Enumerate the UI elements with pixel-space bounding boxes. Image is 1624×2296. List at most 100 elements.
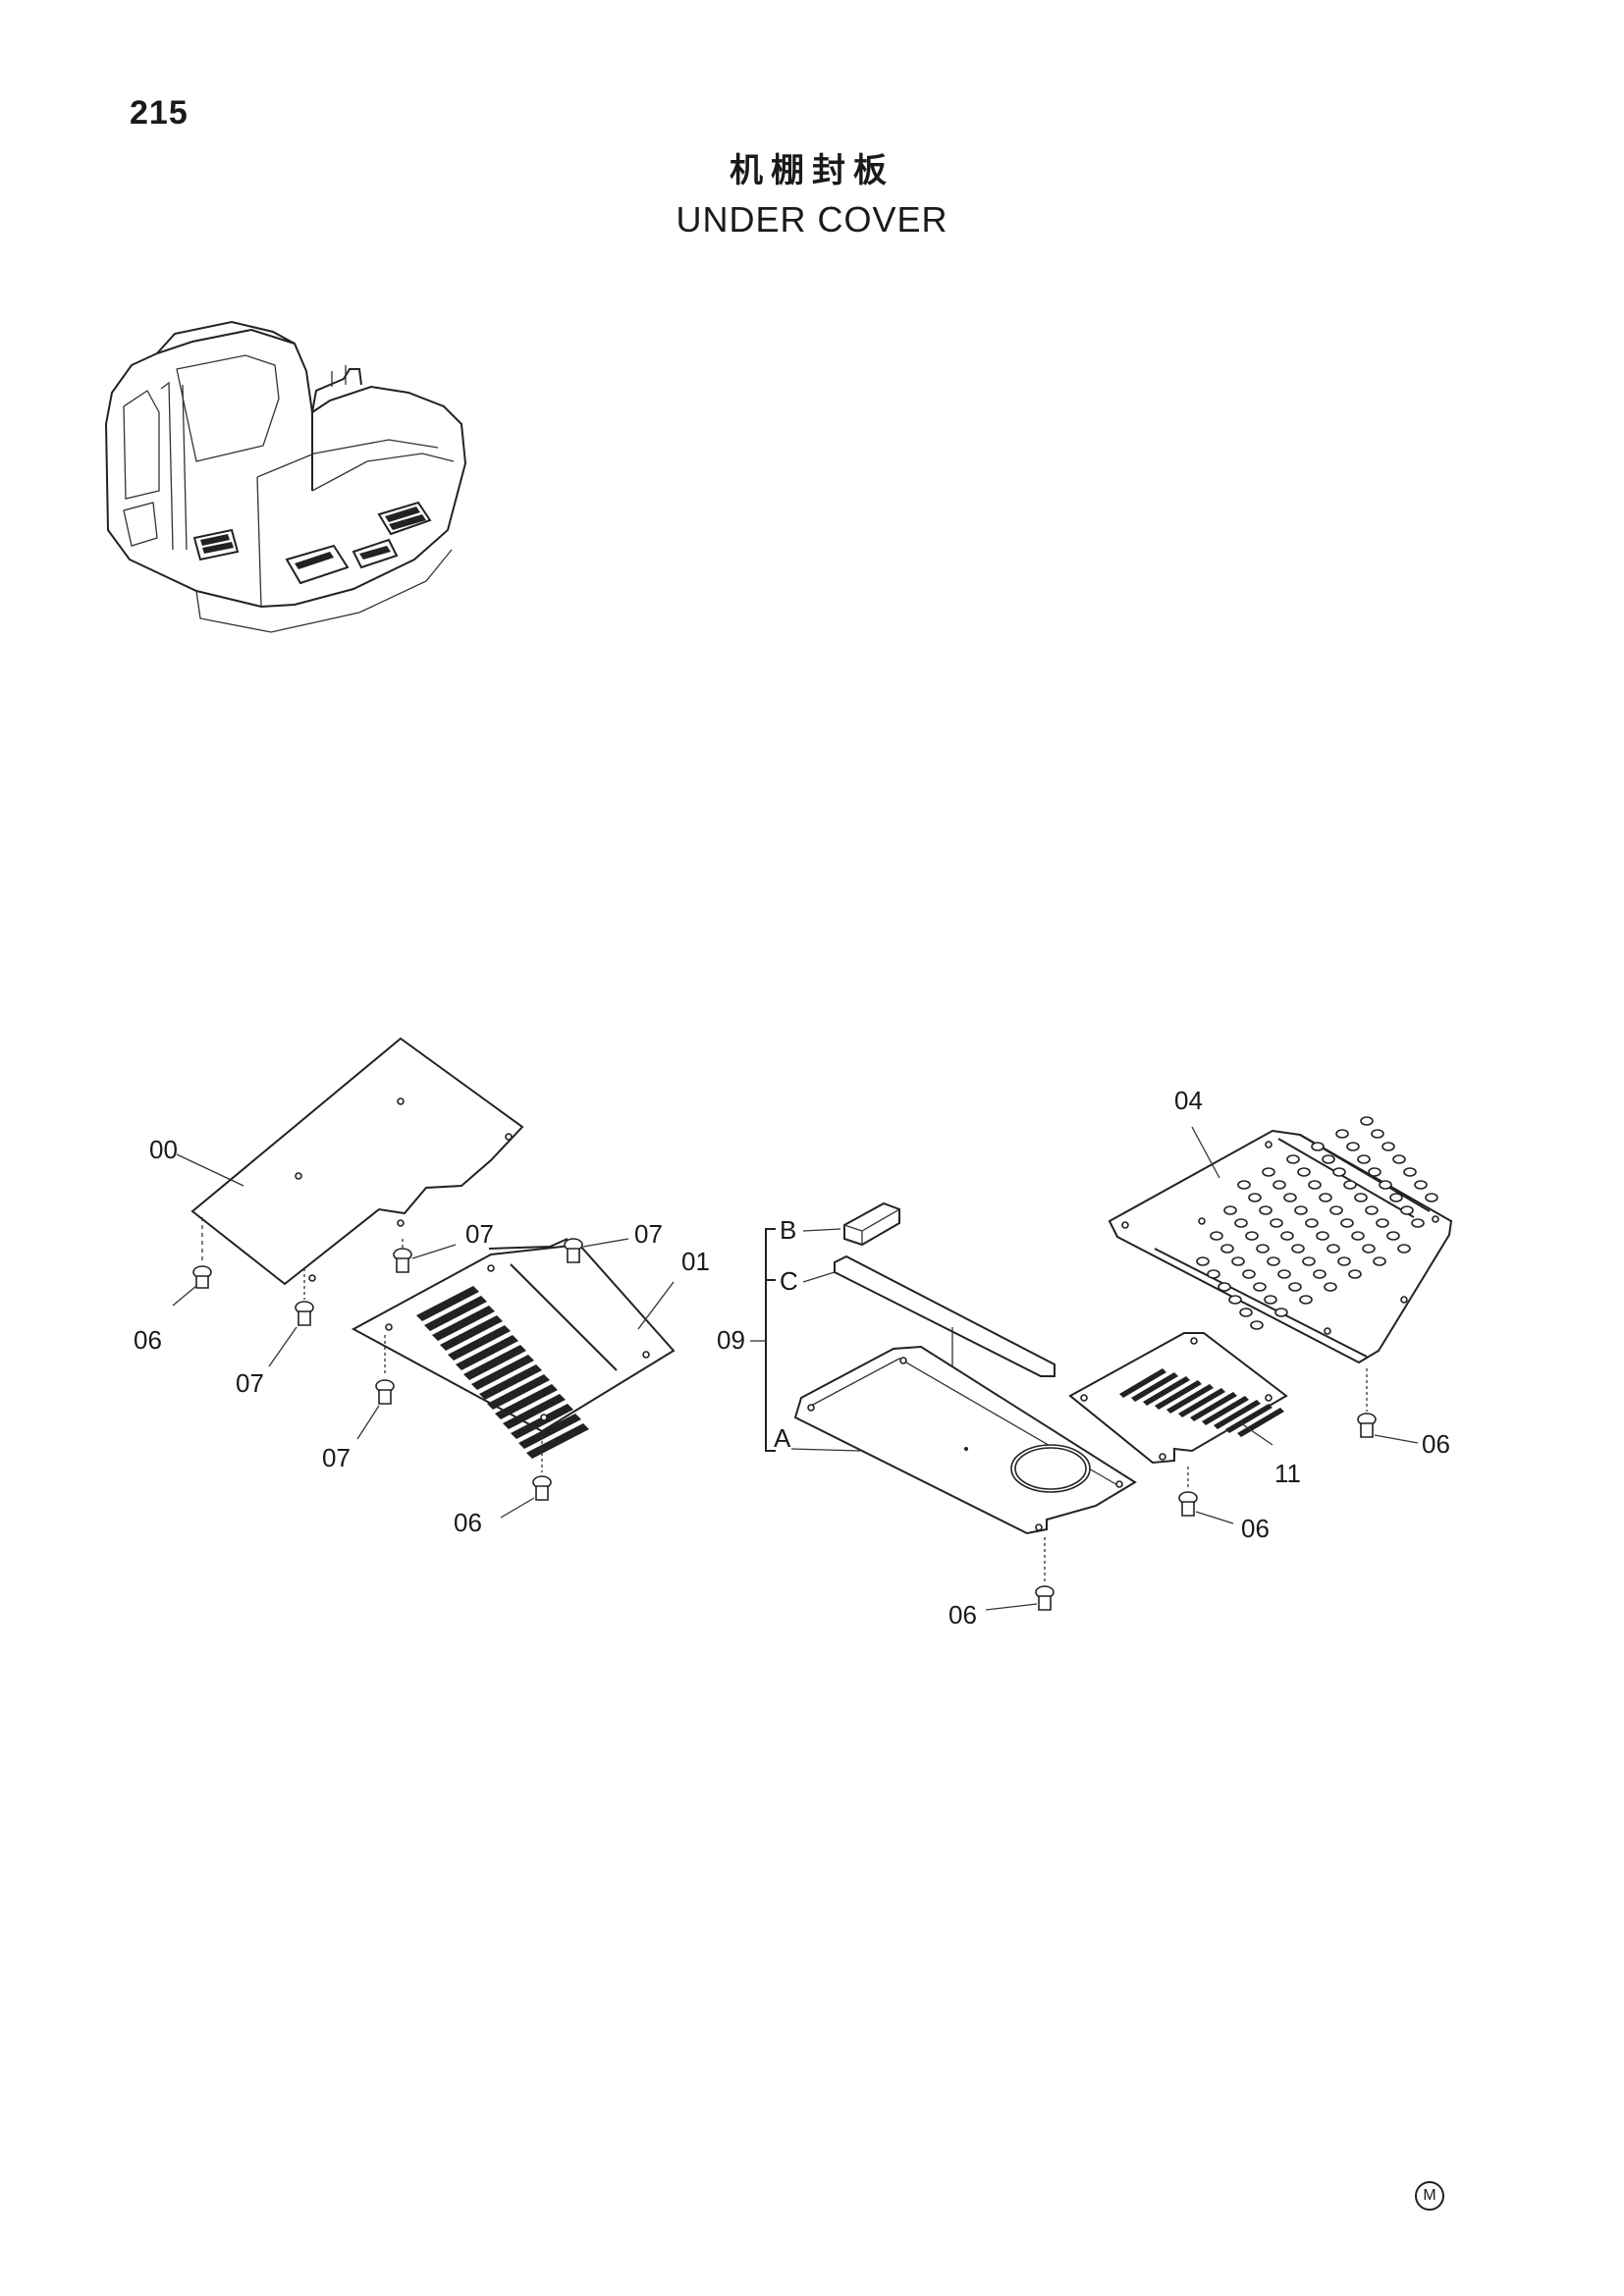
perforation-hole [1234, 1218, 1248, 1228]
part-01-slotted-cover [351, 1238, 676, 1459]
perforation-hole [1207, 1269, 1220, 1279]
perforation-hole [1324, 1282, 1337, 1292]
perforation-hole [1360, 1116, 1374, 1126]
perforation-hole [1379, 1180, 1392, 1190]
perforation-hole [1397, 1244, 1411, 1254]
perforation-hole [1414, 1180, 1428, 1190]
perforation-hole [1196, 1256, 1210, 1266]
part-09-bracket [750, 1228, 776, 1452]
callout-09-c: C [780, 1266, 798, 1296]
part-04-perforated-cover [1108, 1116, 1453, 1364]
perforation-hole [1248, 1193, 1262, 1202]
perforation-hole [1272, 1180, 1286, 1190]
perforation-hole [1311, 1142, 1325, 1151]
perforation-hole [1218, 1282, 1231, 1292]
perforation-hole [1286, 1154, 1300, 1164]
perforation-hole [1294, 1205, 1308, 1215]
perforation-hole [1335, 1129, 1349, 1139]
vent-slot [1214, 1400, 1261, 1429]
perforation-hole [1381, 1142, 1395, 1151]
callout-06-bottom: 06 [948, 1600, 977, 1629]
vent-slot [1202, 1396, 1249, 1425]
perforation-hole [1242, 1269, 1256, 1279]
perforation-hole [1313, 1269, 1326, 1279]
callout-06-lower-right: 06 [1241, 1514, 1270, 1543]
perforation-hole [1264, 1295, 1277, 1305]
perforation-hole [1250, 1320, 1264, 1330]
perforation-hole [1357, 1154, 1371, 1164]
perforation-hole [1326, 1244, 1340, 1254]
perforation-hole [1319, 1193, 1332, 1202]
perforation-hole [1425, 1193, 1438, 1202]
bolt-07-upper-left [393, 1239, 457, 1273]
perforation-hole [1351, 1231, 1365, 1241]
callout-04: 04 [1174, 1086, 1203, 1115]
perforation-hole [1297, 1167, 1311, 1177]
perforation-hole [1280, 1231, 1294, 1241]
perforation-hole [1362, 1244, 1376, 1254]
bolt-06-lower-right [1178, 1467, 1234, 1524]
part-00-cover-plate [176, 1037, 524, 1286]
perforation-hole [1223, 1205, 1237, 1215]
vent-slot [1190, 1392, 1237, 1421]
perforation-hole [1337, 1256, 1351, 1266]
callout-06-center-left: 06 [454, 1508, 482, 1537]
vent-slot [1119, 1368, 1166, 1398]
bolt-07-upper-right [564, 1238, 629, 1263]
callout-00: 00 [149, 1135, 178, 1164]
perforation-hole [1291, 1244, 1305, 1254]
bolt-06-bottom [985, 1537, 1055, 1611]
bolt-06-center-left [500, 1435, 552, 1519]
vent-slot [1237, 1408, 1284, 1437]
perforation-hole [1340, 1218, 1354, 1228]
perforation-hole [1316, 1231, 1329, 1241]
perforation-hole [1332, 1167, 1346, 1177]
perforation-hole [1210, 1231, 1223, 1241]
machine-overview-illustration [105, 320, 467, 633]
perforation-hole [1376, 1218, 1389, 1228]
perforation-hole [1267, 1256, 1280, 1266]
overview-vent-left [192, 528, 240, 561]
perforation-hole [1371, 1129, 1384, 1139]
vent-slot [1178, 1388, 1225, 1417]
part-09b-block [802, 1201, 900, 1247]
bolt-06-right [1357, 1368, 1419, 1444]
bolt-07-mid [268, 1268, 314, 1367]
callout-01: 01 [681, 1247, 710, 1276]
perforation-hole [1274, 1308, 1288, 1317]
perforation-hole [1403, 1167, 1417, 1177]
callout-07-mid: 07 [236, 1368, 264, 1398]
perforation-hole [1368, 1167, 1381, 1177]
corner-mark: M [1415, 2181, 1444, 2211]
bolt-07-lower [356, 1335, 395, 1440]
vent-slot [1131, 1372, 1178, 1402]
vent-slot [1225, 1404, 1272, 1433]
vent-slot [1155, 1380, 1202, 1410]
callout-11: 11 [1274, 1459, 1301, 1488]
title-block: 机棚封板 UNDER COVER [0, 143, 1624, 240]
perforation-hole [1348, 1269, 1362, 1279]
perforation-hole [1277, 1269, 1291, 1279]
callout-06-left: 06 [134, 1325, 162, 1355]
perforation-hole [1392, 1154, 1406, 1164]
perforation-hole [1283, 1193, 1297, 1202]
perforation-hole [1253, 1282, 1267, 1292]
overview-vent-right [352, 501, 432, 569]
part-11-slots [1119, 1368, 1284, 1437]
perforation-hole [1343, 1180, 1357, 1190]
perforation-hole [1270, 1218, 1283, 1228]
perforation-hole [1389, 1193, 1403, 1202]
perforation-hole [1302, 1256, 1316, 1266]
callout-09-b: B [780, 1215, 796, 1245]
vent-slot [1166, 1384, 1214, 1414]
callout-06-right: 06 [1422, 1429, 1450, 1459]
perforation-hole [1354, 1193, 1368, 1202]
perforation-hole [1228, 1295, 1242, 1305]
perforation-hole [1262, 1167, 1275, 1177]
perforation-hole [1256, 1244, 1270, 1254]
perforation-hole [1259, 1205, 1272, 1215]
title-english: UNDER COVER [676, 199, 948, 240]
vent-slot [1143, 1376, 1190, 1406]
callout-07-upper-left: 07 [465, 1219, 494, 1249]
callout-09: 09 [717, 1325, 745, 1355]
